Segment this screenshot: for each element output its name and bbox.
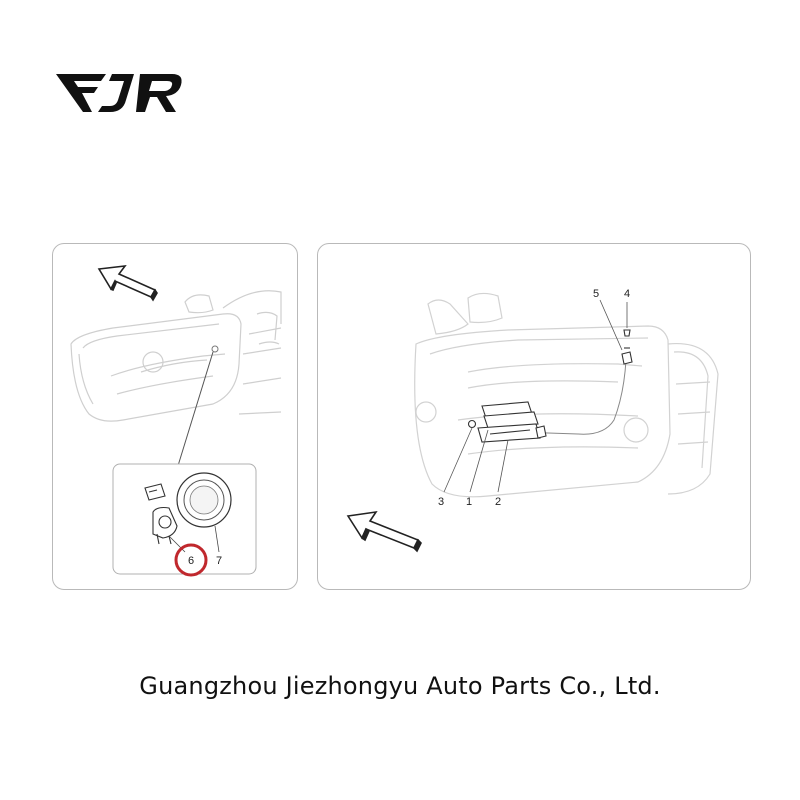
callout-label-5: 5 bbox=[593, 288, 599, 300]
callout-label-6: 6 bbox=[188, 555, 194, 567]
direction-arrow-icon bbox=[97, 264, 158, 302]
callout-6: 6 bbox=[174, 543, 208, 577]
overview-panel: 5 4 3 1 2 bbox=[317, 243, 751, 590]
connector-clip-illustration bbox=[621, 329, 633, 365]
door-assembly-illustration: 5 4 3 1 2 bbox=[346, 288, 719, 553]
switch-part-illustration bbox=[144, 483, 178, 545]
callout-label-2: 2 bbox=[495, 496, 501, 508]
callout-label-1: 1 bbox=[466, 496, 472, 508]
callout-label-3: 3 bbox=[438, 496, 444, 508]
grommet-ring-illustration bbox=[176, 472, 232, 528]
callout-label-4: 4 bbox=[624, 288, 630, 300]
door-handle-assembly-illustration bbox=[467, 401, 547, 443]
door-interior-illustration: 6 7 bbox=[70, 264, 282, 577]
company-name: Guangzhou Jiezhongyu Auto Parts Co., Ltd… bbox=[139, 672, 661, 700]
callout-label-7: 7 bbox=[216, 555, 222, 567]
callout-highlight-ring bbox=[174, 543, 208, 577]
detail-view-panel: 6 7 bbox=[52, 243, 298, 590]
direction-arrow-icon bbox=[346, 510, 422, 553]
brand-logo bbox=[56, 74, 182, 112]
